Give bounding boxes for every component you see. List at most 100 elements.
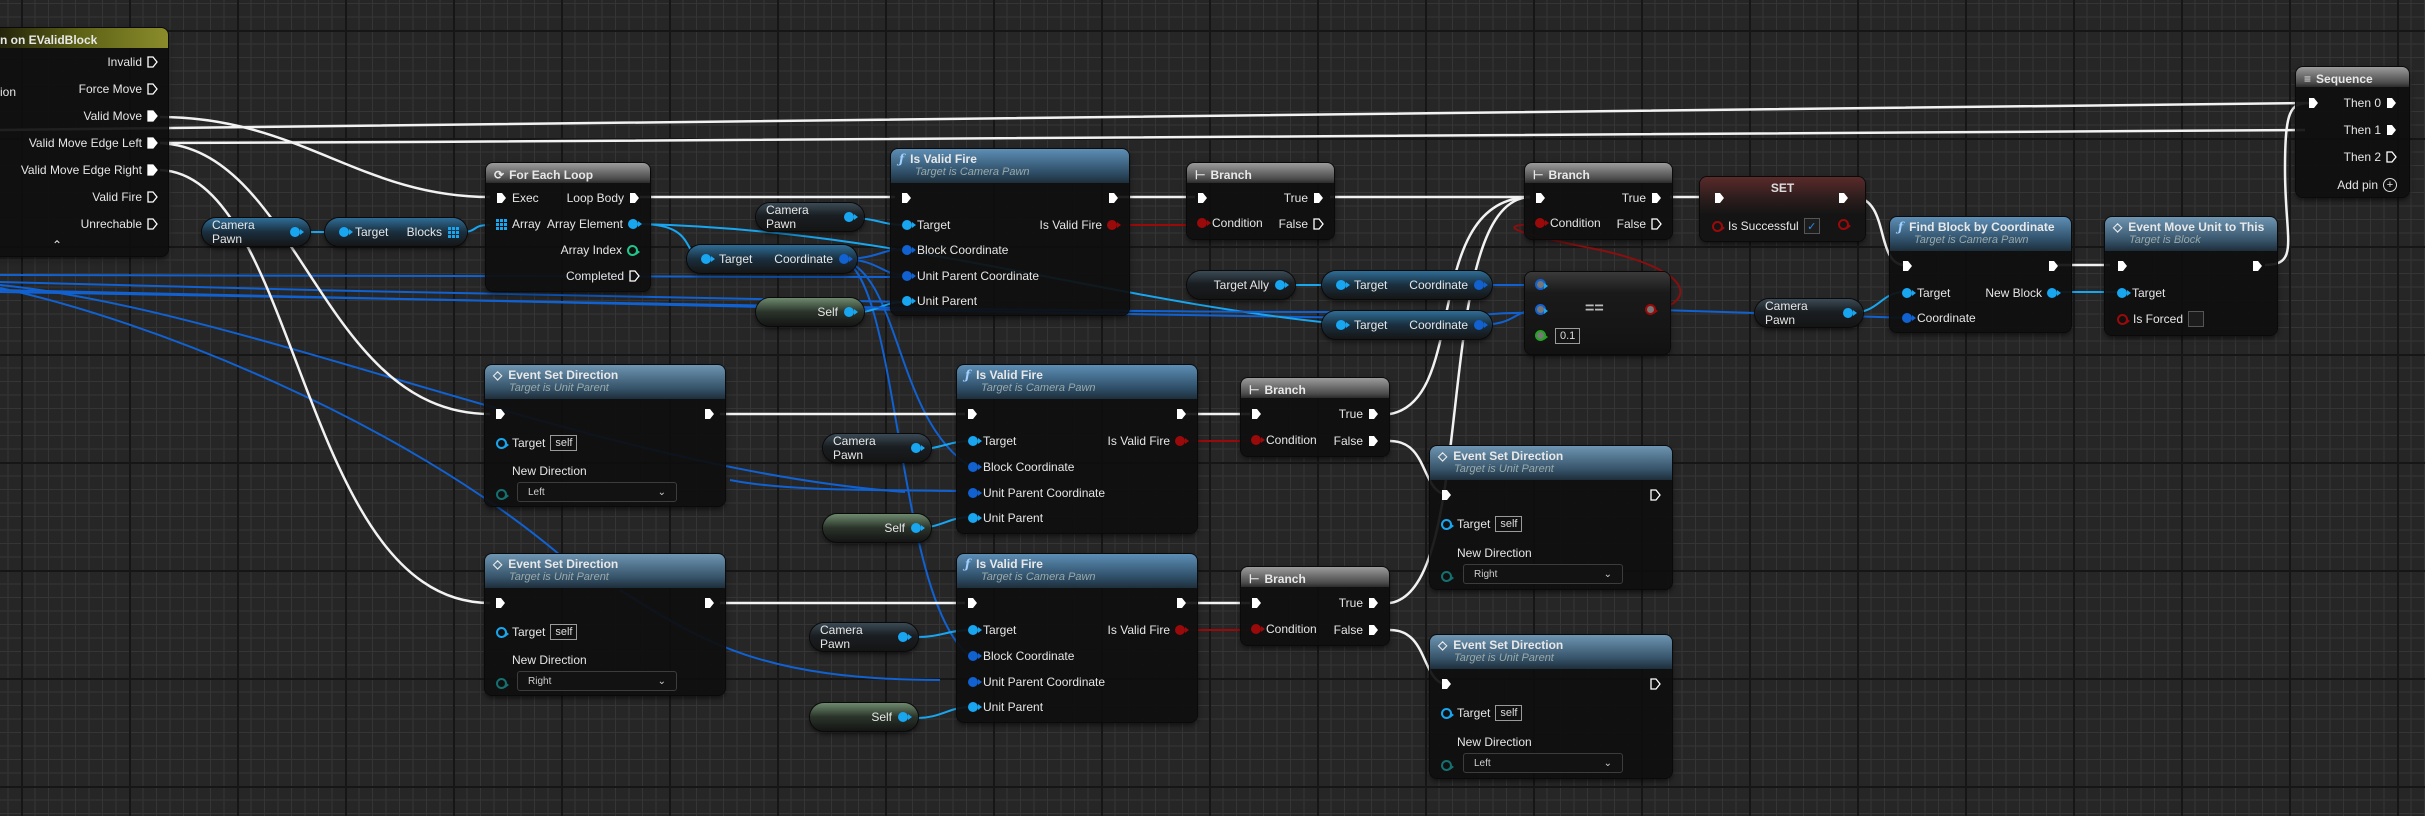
- exec-in-pin-icon[interactable]: [1251, 408, 1262, 420]
- object-pin-icon[interactable]: [968, 436, 982, 446]
- pin-condition[interactable]: Condition: [1197, 216, 1263, 230]
- pin-is-valid-fire[interactable]: Is Valid Fire: [1040, 218, 1121, 232]
- object-pin-icon[interactable]: [290, 227, 304, 237]
- pin-unit-parent[interactable]: Unit Parent: [968, 700, 1043, 714]
- struct-pin-icon[interactable]: [1902, 313, 1916, 323]
- object-pin-icon[interactable]: [701, 254, 715, 264]
- struct-pin-icon[interactable]: [1474, 280, 1488, 290]
- exec-out-pin-icon[interactable]: [1176, 597, 1187, 609]
- pin-array-element[interactable]: Array Element: [547, 217, 642, 231]
- exec-pin-icon[interactable]: [147, 218, 158, 230]
- target-self-input[interactable]: self: [1495, 705, 1523, 721]
- exec-pin-icon[interactable]: [1313, 192, 1324, 204]
- exec-pin-icon[interactable]: [147, 164, 158, 176]
- pin-is-forced[interactable]: Is Forced: [2117, 311, 2205, 327]
- self-reference[interactable]: Self: [810, 703, 918, 731]
- pin-target[interactable]: Target: [1902, 286, 1950, 300]
- array-pin-icon[interactable]: [448, 226, 459, 238]
- exec-pin-icon[interactable]: [629, 270, 640, 282]
- pin-false[interactable]: False: [1334, 434, 1379, 448]
- branch-node[interactable]: ⊢Branch Condition True False: [1187, 163, 1334, 239]
- pin-condition[interactable]: Condition: [1251, 433, 1317, 447]
- exec-in-pin-icon[interactable]: [1535, 192, 1546, 204]
- object-pin-icon[interactable]: [1441, 518, 1454, 530]
- self-reference[interactable]: Self: [756, 298, 864, 326]
- bool-pin-icon[interactable]: [1535, 218, 1549, 228]
- bool-pin-icon[interactable]: [1251, 624, 1265, 634]
- pin-true[interactable]: True: [1284, 191, 1324, 205]
- object-pin-icon[interactable]: [1336, 280, 1350, 290]
- struct-pin-icon[interactable]: [839, 254, 853, 264]
- object-pin-icon[interactable]: [2117, 288, 2131, 298]
- pin-unit-parent-coordinate[interactable]: Unit Parent Coordinate: [968, 486, 1105, 500]
- object-pin-icon[interactable]: [1275, 280, 1289, 290]
- exec-in-pin-icon[interactable]: [1251, 597, 1262, 609]
- enum-pin-icon[interactable]: [496, 678, 509, 689]
- switch-on-enum-node[interactable]: n on EValidBlock ion Invalid Force Move …: [0, 28, 168, 256]
- pin-target[interactable]: Target: [968, 434, 1016, 448]
- exec-in-pin-icon[interactable]: [1714, 192, 1725, 204]
- exec-in-pin-icon[interactable]: [495, 597, 506, 609]
- branch-node[interactable]: ⊢Branch Condition True False: [1241, 567, 1389, 645]
- camera-pawn-getter[interactable]: Camera Pawn: [1755, 299, 1863, 327]
- exec-pin-icon[interactable]: [2386, 151, 2397, 163]
- pin-condition[interactable]: Condition: [1251, 622, 1317, 636]
- new-direction-dropdown[interactable]: Left⌄: [1463, 753, 1623, 773]
- exec-in-pin-icon[interactable]: [967, 597, 978, 609]
- object-pin-icon[interactable]: [1441, 707, 1454, 719]
- add-circle-icon[interactable]: +: [2383, 178, 2397, 192]
- object-pin-icon[interactable]: [968, 625, 982, 635]
- pin-true[interactable]: True: [1339, 407, 1379, 421]
- bool-pin-icon[interactable]: [1175, 625, 1189, 635]
- pin-false[interactable]: False: [1279, 217, 1324, 231]
- pin-then-0[interactable]: Then 0: [2344, 96, 2397, 110]
- sequence-node[interactable]: ≡Sequence Then 0 Then 1 Then 2 Add pin+: [2296, 67, 2409, 197]
- bool-pin-icon[interactable]: [2117, 313, 2130, 325]
- exec-in-pin-icon[interactable]: [901, 192, 912, 204]
- target-ally-getter[interactable]: Target Ally: [1187, 271, 1295, 299]
- object-pin-icon[interactable]: [496, 437, 509, 449]
- struct-input-pin-icon[interactable]: [1535, 304, 1548, 315]
- pin-true[interactable]: True: [1339, 596, 1379, 610]
- bool-output-pin-icon[interactable]: [1838, 219, 1851, 230]
- bool-pin-icon[interactable]: [1107, 220, 1121, 230]
- branch-node[interactable]: ⊢Branch Condition True False: [1241, 378, 1389, 456]
- exec-out-pin-icon[interactable]: [2048, 260, 2059, 272]
- event-set-direction-node[interactable]: ◇Event Set Direction Target is Unit Pare…: [485, 554, 725, 695]
- object-pin-icon[interactable]: [628, 219, 642, 229]
- is-forced-checkbox[interactable]: [2188, 311, 2205, 327]
- exec-in-pin-icon[interactable]: [495, 408, 506, 420]
- struct-input-pin-icon[interactable]: [1535, 279, 1548, 290]
- exec-pin-icon[interactable]: [147, 137, 158, 149]
- array-pin-icon[interactable]: [496, 218, 507, 230]
- bool-pin-icon[interactable]: [1251, 435, 1265, 445]
- pin-unit-parent-coordinate[interactable]: Unit Parent Coordinate: [902, 269, 1039, 283]
- struct-pin-icon[interactable]: [968, 651, 982, 661]
- new-direction-dropdown[interactable]: Right⌄: [517, 671, 677, 691]
- new-direction-dropdown[interactable]: Right⌄: [1463, 564, 1623, 584]
- is-successful-checkbox[interactable]: ✓: [1803, 218, 1820, 234]
- exec-out-pin-icon[interactable]: [2252, 260, 2263, 272]
- pin-is-successful[interactable]: Is Successful✓: [1712, 218, 1820, 234]
- event-move-unit-node[interactable]: ◇Event Move Unit to This Target is Block…: [2105, 217, 2277, 335]
- pin-then-2[interactable]: Then 2: [2344, 150, 2397, 164]
- pin-unrechable[interactable]: Unrechable: [81, 217, 158, 231]
- pin-new-block[interactable]: New Block: [1985, 286, 2061, 300]
- exec-in-pin-icon[interactable]: [1441, 489, 1452, 501]
- exec-pin-icon[interactable]: [496, 192, 507, 204]
- camera-pawn-getter[interactable]: Camera Pawn: [823, 434, 931, 462]
- pin-then-1[interactable]: Then 1: [2344, 123, 2397, 137]
- object-pin-icon[interactable]: [1336, 320, 1350, 330]
- object-pin-icon[interactable]: [339, 227, 353, 237]
- exec-pin-icon[interactable]: [1368, 408, 1379, 420]
- object-pin-icon[interactable]: [1843, 308, 1857, 318]
- set-variable-node[interactable]: SET Is Successful✓: [1700, 177, 1865, 241]
- object-pin-icon[interactable]: [2047, 288, 2061, 298]
- exec-pin-icon[interactable]: [147, 56, 158, 68]
- pin-array-index[interactable]: Array Index: [561, 243, 640, 257]
